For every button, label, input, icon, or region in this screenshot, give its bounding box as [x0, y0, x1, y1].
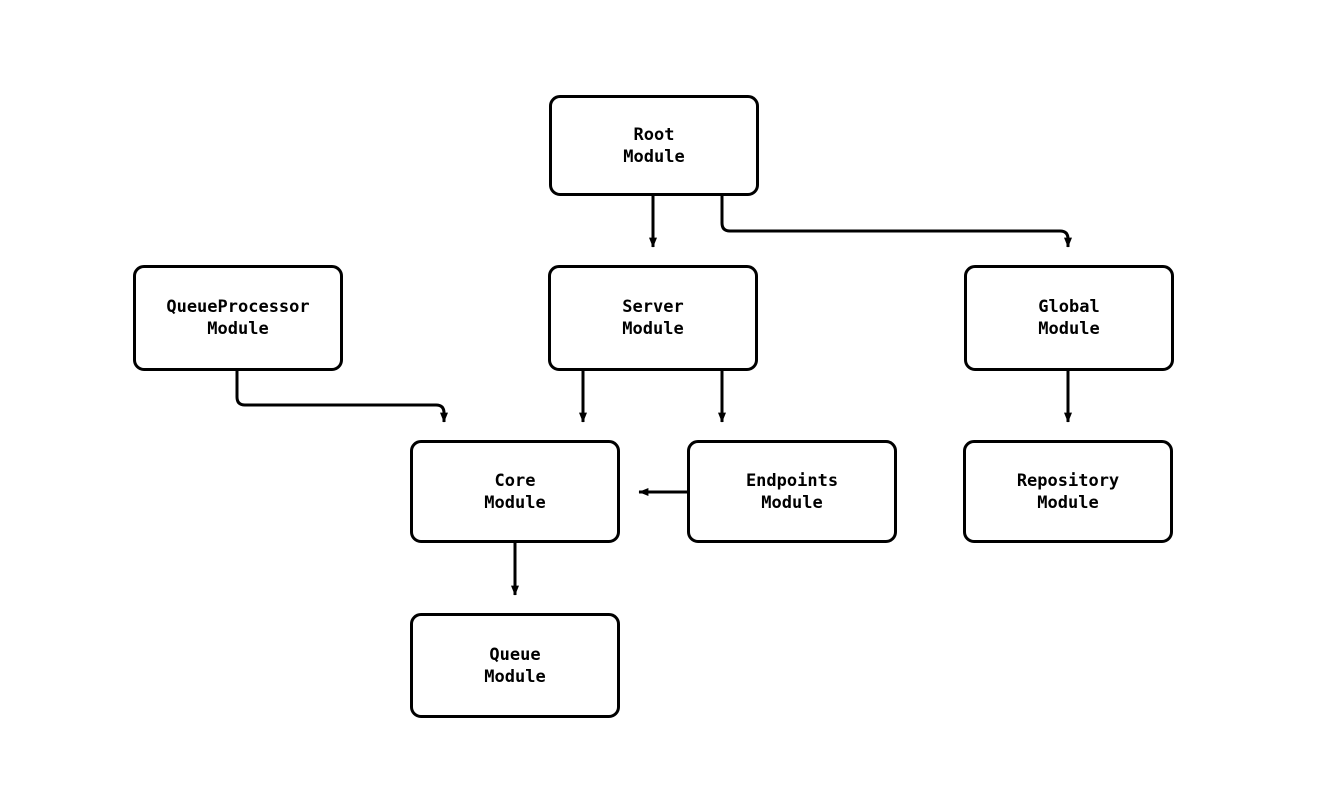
node-repository-module-line1: Repository: [1016, 470, 1120, 491]
node-endpoints-module-line1: Endpoints: [745, 470, 839, 491]
node-server-module-line2: Module: [622, 319, 684, 339]
node-queue-module-line2: Module: [484, 666, 546, 687]
node-global-module-line1: Global: [1038, 297, 1100, 317]
node-root-module-line1: Root: [633, 124, 675, 145]
node-endpoints-module[interactable]: Endpoints Module: [687, 440, 897, 543]
node-core-module[interactable]: Core Module: [410, 440, 620, 543]
node-queueprocessor-module[interactable]: QueueProcessor Module: [133, 265, 343, 371]
node-server-module-line1: Server: [622, 297, 684, 317]
edge-queueprocessor-core: [235, 371, 448, 423]
node-queue-module-line1: Queue: [489, 644, 541, 665]
edge-root-global: [720, 196, 1072, 248]
node-repository-module-line2: Module: [1037, 492, 1099, 513]
node-root-module-line2: Module: [623, 146, 685, 167]
node-server-module[interactable]: Server Module: [548, 265, 758, 371]
node-core-module-line2: Module: [484, 492, 546, 513]
node-global-module[interactable]: Global Module: [964, 265, 1174, 371]
node-global-module-line2: Module: [1038, 319, 1100, 339]
node-queue-module[interactable]: Queue Module: [410, 613, 620, 718]
node-queueprocessor-module-line1: QueueProcessor: [166, 297, 310, 317]
node-queueprocessor-module-line2: Module: [207, 319, 269, 339]
node-core-module-line1: Core: [494, 470, 536, 491]
node-endpoints-module-line2: Module: [761, 492, 823, 513]
node-root-module[interactable]: Root Module: [549, 95, 759, 196]
node-repository-module[interactable]: Repository Module: [963, 440, 1173, 543]
